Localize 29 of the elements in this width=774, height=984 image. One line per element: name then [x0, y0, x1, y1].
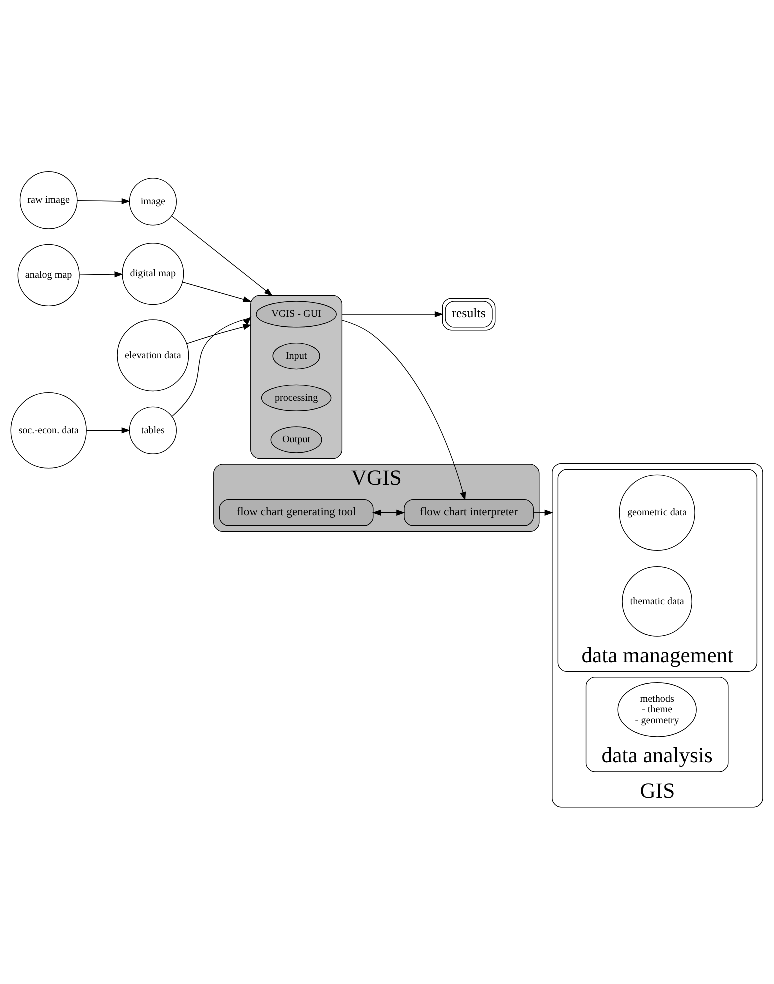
- node-box: flow chart generating tool: [219, 499, 374, 526]
- arrow: [186, 324, 252, 344]
- node-circle: geometric data: [619, 474, 696, 550]
- node-circle: soc.-econ. data: [10, 392, 87, 468]
- arrow: [342, 320, 466, 500]
- arrow: [86, 427, 130, 434]
- node-circle: raw image: [20, 170, 78, 229]
- node-box: flow chart interpreter: [404, 499, 534, 526]
- arrow: [172, 316, 252, 416]
- node-circle: image: [129, 178, 177, 226]
- node-ellipse: VGIS - GUI: [256, 300, 337, 328]
- arrow: [172, 215, 274, 296]
- node-ellipse: processing: [261, 384, 332, 412]
- node-circle: analog map: [18, 244, 80, 306]
- arrow: [182, 281, 252, 302]
- node-circle: tables: [129, 406, 177, 454]
- node-ellipse: Output: [270, 426, 322, 453]
- arrow: [533, 509, 554, 516]
- cluster: [250, 294, 343, 459]
- arrow: [372, 509, 406, 516]
- arrow: [342, 310, 444, 317]
- arrow: [80, 271, 124, 278]
- node-box: results: [442, 298, 496, 330]
- arrow: [77, 198, 131, 204]
- node-circle: thematic data: [622, 566, 692, 636]
- node-circle: elevation data: [117, 319, 190, 392]
- node-ellipse: methods - theme - geometry: [618, 682, 697, 737]
- node-circle: digital map: [122, 242, 184, 305]
- node-ellipse: Input: [272, 342, 320, 370]
